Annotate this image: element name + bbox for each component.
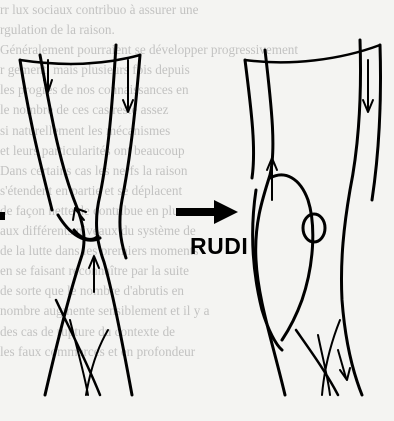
transformation-label: RUDI — [190, 233, 248, 260]
left-structure — [20, 45, 140, 395]
right-arrows — [267, 60, 373, 380]
right-arrow-icon — [176, 200, 238, 224]
edge-mark — [0, 212, 5, 220]
left-arrows — [44, 60, 133, 292]
right-structure — [245, 40, 381, 395]
